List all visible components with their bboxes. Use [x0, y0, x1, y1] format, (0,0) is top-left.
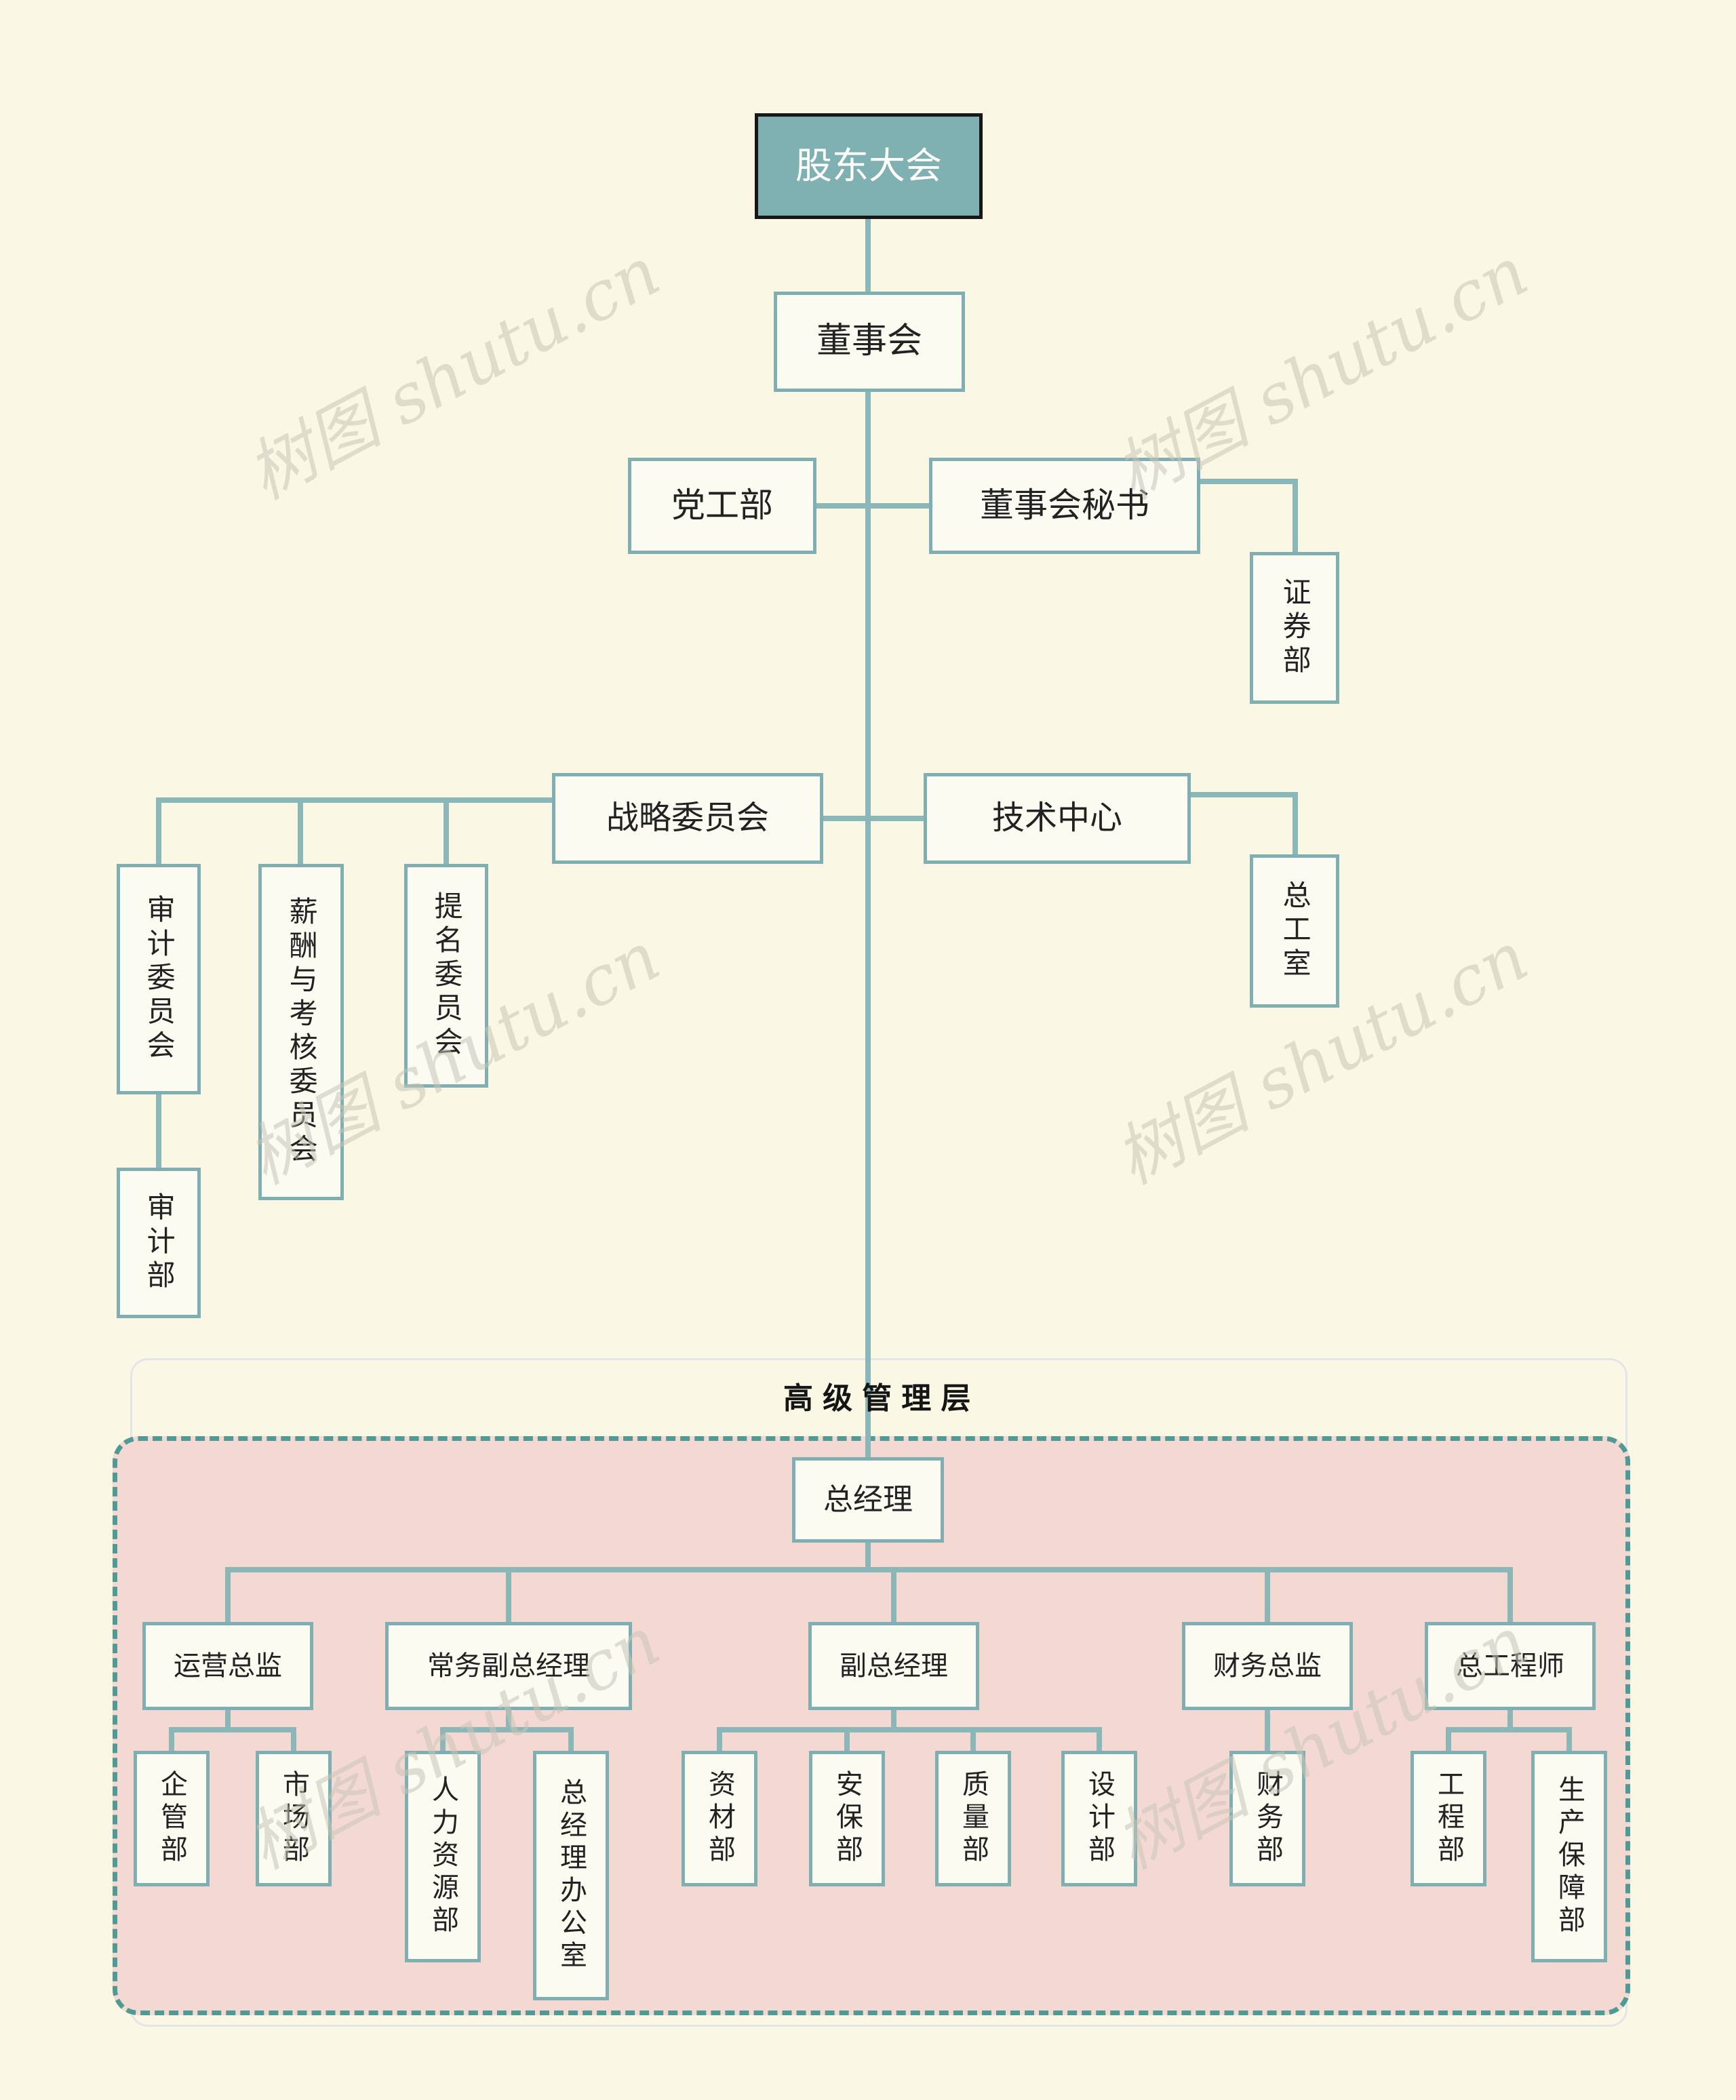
node-enterprise-mgmt-dept[interactable]: 企管部 [134, 1751, 210, 1886]
connector-ops-child-drop-2 [291, 1727, 296, 1751]
node-hr-dept[interactable]: 人力资源部 [405, 1751, 481, 1962]
node-board[interactable]: 董事会 [774, 292, 965, 392]
connector-trunk [865, 219, 871, 1457]
node-materials-dept[interactable]: 资材部 [682, 1751, 757, 1886]
node-gm-office[interactable]: 总经理办公室 [533, 1751, 609, 2000]
connector-exec-child-drop-1 [440, 1727, 446, 1751]
connector-ops-horizontal [169, 1727, 296, 1732]
connector-deputy-child-drop-2 [844, 1727, 850, 1751]
node-operations-director[interactable]: 运营总监 [142, 1622, 313, 1710]
connector-audit-committee-drop [156, 797, 161, 864]
node-nomination-committee[interactable]: 提名委员会 [404, 864, 488, 1088]
connector-manager-drop-5 [1507, 1567, 1513, 1622]
node-quality-dept[interactable]: 质量部 [935, 1751, 1011, 1886]
connector-compensation-drop [298, 797, 303, 864]
node-shareholders-meeting[interactable]: 股东大会 [755, 113, 983, 219]
connector-tech-elbow-h [1191, 792, 1298, 797]
node-strategy-committee[interactable]: 战略委员会 [552, 773, 823, 864]
connector-exec-horizontal [440, 1727, 574, 1732]
connector-deputy-child-drop-3 [970, 1727, 976, 1751]
node-deputy-gm[interactable]: 副总经理 [808, 1622, 979, 1710]
connector-secretary-elbow-h [1200, 479, 1298, 484]
connector-gm-drop [865, 1543, 871, 1570]
senior-management-title: 高级管理层 [783, 1382, 981, 1415]
watermark: 树图 shutu.cn [234, 231, 673, 515]
connector-chief-child-drop-2 [1566, 1727, 1572, 1751]
connector-deputy-stub [891, 1710, 896, 1730]
connector-exec-stub [506, 1710, 511, 1730]
node-engineering-dept[interactable]: 工程部 [1410, 1751, 1486, 1886]
node-marketing-dept[interactable]: 市场部 [256, 1751, 332, 1886]
node-design-dept[interactable]: 设计部 [1061, 1751, 1137, 1886]
node-security-dept[interactable]: 安保部 [809, 1751, 885, 1886]
connector-ops-child-drop-1 [169, 1727, 174, 1751]
connector-exec-child-drop-2 [568, 1727, 574, 1751]
node-audit-dept[interactable]: 审计部 [117, 1168, 201, 1318]
connector-deputy-child-drop-1 [717, 1727, 722, 1751]
connector-nomination-drop [443, 797, 449, 864]
connector-row2-horizontal [823, 816, 924, 821]
connector-manager-drop-4 [1265, 1567, 1270, 1622]
connector-ops-stub [225, 1710, 231, 1730]
node-party-work-dept[interactable]: 党工部 [628, 458, 816, 554]
node-securities-dept[interactable]: 证券部 [1250, 552, 1339, 704]
node-executive-deputy-gm[interactable]: 常务副总经理 [385, 1622, 632, 1710]
node-production-support-dept[interactable]: 生产保障部 [1531, 1751, 1607, 1962]
connector-cfo-child-drop [1265, 1710, 1270, 1751]
node-board-secretary[interactable]: 董事会秘书 [929, 458, 1200, 554]
connector-committees-horizontal [156, 797, 552, 803]
node-general-manager[interactable]: 总经理 [792, 1457, 944, 1543]
connector-row1-horizontal [816, 503, 930, 509]
connector-chief-stub [1507, 1710, 1513, 1730]
connector-manager-drop-2 [506, 1567, 511, 1622]
connector-manager-drop-3 [891, 1567, 896, 1622]
node-compensation-assessment-committee[interactable]: 薪酬与考核委员会 [258, 864, 344, 1200]
connector-chief-child-drop-1 [1446, 1727, 1451, 1751]
connector-tech-elbow-v [1293, 792, 1298, 854]
connector-manager-drop-1 [225, 1567, 231, 1622]
connector-deputy-horizontal [717, 1727, 1102, 1732]
node-finance-director[interactable]: 财务总监 [1182, 1622, 1353, 1710]
connector-audit-dept-v [156, 1094, 161, 1168]
node-audit-committee[interactable]: 审计委员会 [117, 864, 201, 1094]
node-chief-engineer-room[interactable]: 总工室 [1250, 854, 1339, 1008]
node-technology-center[interactable]: 技术中心 [924, 773, 1191, 864]
node-chief-engineer[interactable]: 总工程师 [1425, 1622, 1596, 1710]
connector-chief-horizontal [1446, 1727, 1572, 1732]
connector-deputy-child-drop-4 [1097, 1727, 1102, 1751]
node-finance-dept[interactable]: 财务部 [1229, 1751, 1305, 1886]
connector-managers-horizontal [225, 1567, 1513, 1572]
connector-secretary-elbow-v [1293, 479, 1298, 552]
